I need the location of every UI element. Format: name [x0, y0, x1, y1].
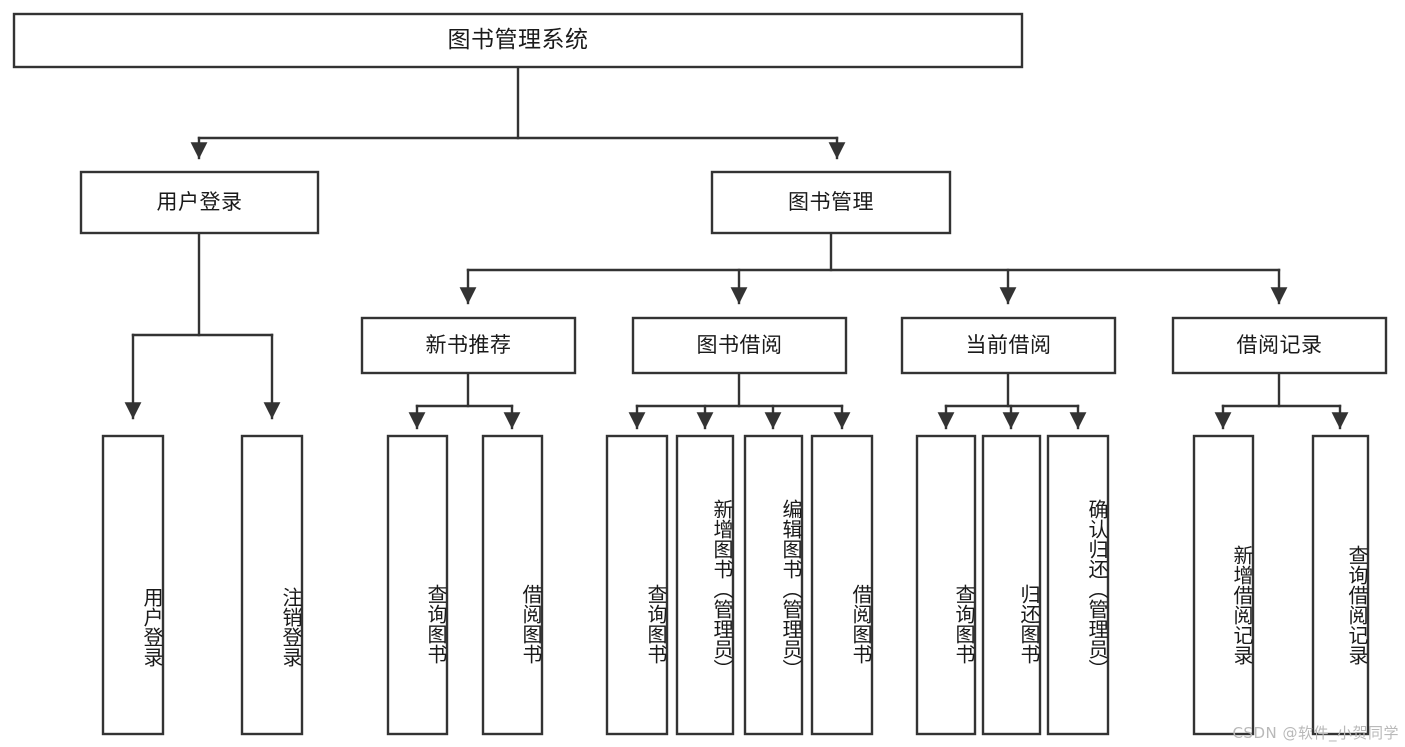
node-book-manage[interactable] [710, 170, 952, 235]
node-leaf-borrow-book-2[interactable] [810, 434, 874, 736]
node-user-login[interactable] [79, 170, 320, 235]
node-book-borrow[interactable] [631, 316, 848, 375]
connector-new-book-recommend-children [408, 371, 521, 430]
node-leaf-edit-book[interactable] [743, 434, 804, 736]
connector-book-manage-children [459, 231, 1288, 305]
node-root[interactable] [12, 12, 1024, 69]
node-leaf-query-book-2[interactable] [605, 434, 669, 736]
node-new-book-recommend[interactable] [360, 316, 577, 375]
node-leaf-query-borrow-record[interactable] [1311, 434, 1370, 736]
connector-book-borrow-children [628, 371, 851, 430]
connector-root-stem [190, 65, 846, 160]
node-leaf-add-book[interactable] [675, 434, 735, 736]
node-leaf-query-book-3[interactable] [915, 434, 977, 736]
node-leaf-query-book-1[interactable] [386, 434, 449, 736]
connector-borrow-record-children [1214, 371, 1349, 430]
node-leaf-borrow-book-1[interactable] [481, 434, 544, 736]
node-leaf-return-book[interactable] [981, 434, 1042, 736]
connector-user-login-children [124, 231, 281, 420]
node-leaf-user-login[interactable] [101, 434, 165, 736]
connector-current-borrow-children [937, 371, 1087, 430]
node-current-borrow[interactable] [900, 316, 1117, 375]
node-leaf-add-borrow-record[interactable] [1192, 434, 1255, 736]
node-borrow-record[interactable] [1171, 316, 1388, 375]
node-leaf-logout-login[interactable] [240, 434, 304, 736]
watermark-text: CSDN @软件_小贺同学 [1232, 724, 1399, 742]
node-leaf-confirm-return[interactable] [1046, 434, 1110, 736]
